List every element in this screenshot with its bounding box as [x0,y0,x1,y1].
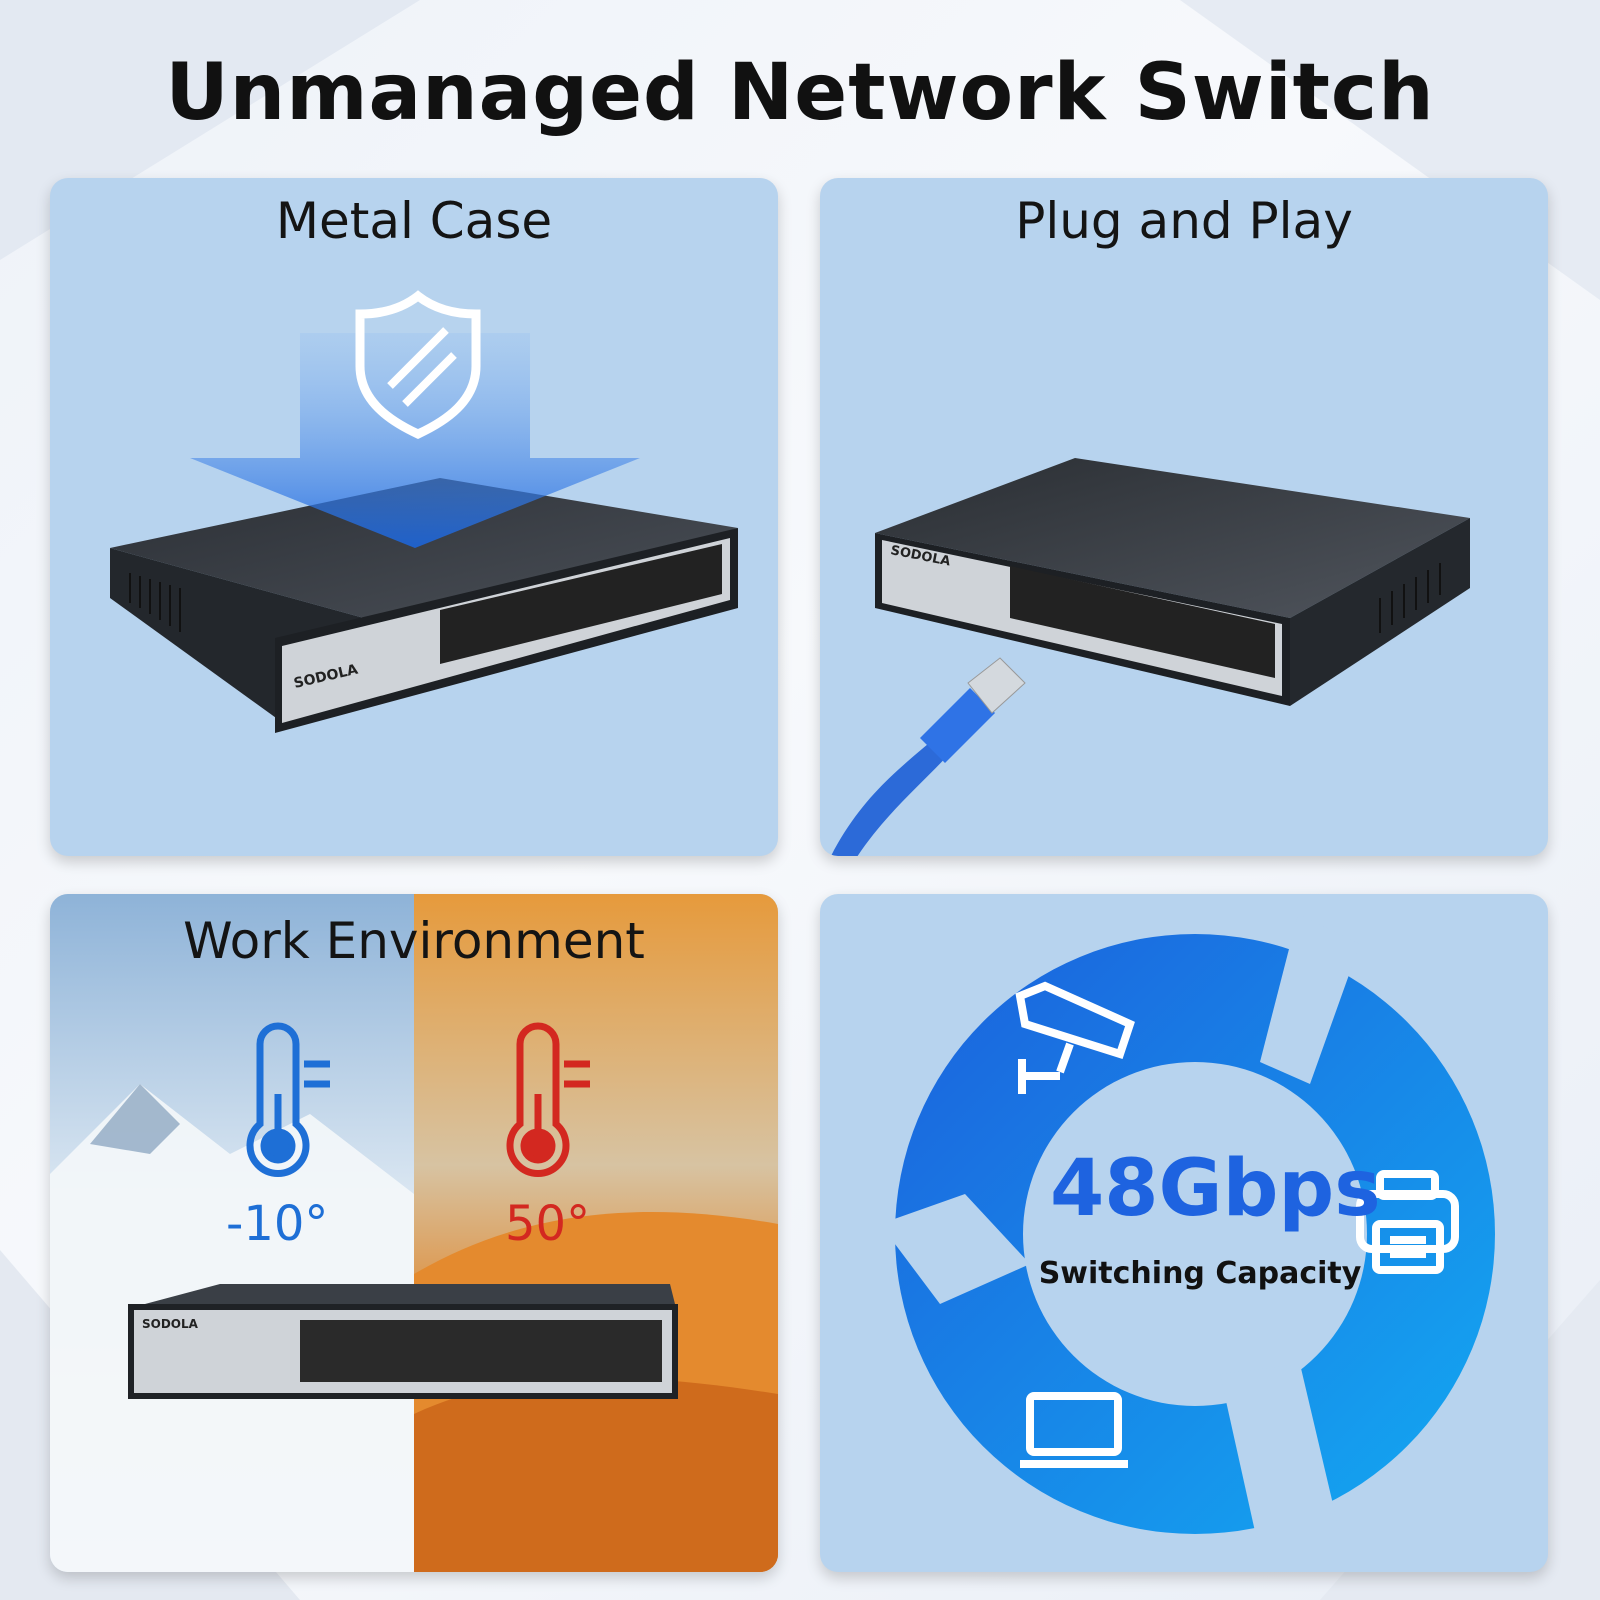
work-environment-panel: SODOLA Work Environment -10° 50° [50,894,778,1572]
metal-case-panel: Metal Case SODOLA [50,178,778,856]
ethernet-cable-icon [831,657,1026,856]
pressure-arrow [190,333,640,548]
switch-top [875,458,1470,618]
ethernet-ports [440,544,722,664]
plug-and-play-title: Plug and Play [1015,192,1353,250]
security-camera-icon [1015,981,1135,1094]
plug-and-play-panel: Plug and Play SODOLA [820,178,1548,856]
switch-top [145,1284,675,1304]
switching-capacity-ring [880,914,1495,1554]
shield-icon [355,290,481,439]
switching-capacity-panel: 48Gbps Switching Capacity [820,894,1548,1572]
work-environment-background: SODOLA [50,894,778,1572]
switch-top [110,478,738,628]
low-temperature: -10° [226,1196,329,1252]
metal-case-title: Metal Case [275,192,553,250]
metal-case-illustration: SODOLA [110,290,738,733]
switching-capacity-value: 48Gbps [1050,1144,1381,1234]
ethernet-ports [1010,566,1275,678]
work-environment-title: Work Environment [183,912,645,970]
printer-icon [1356,1170,1459,1274]
cold-thermometer-icon [246,1022,330,1177]
laptop-icon [1020,1392,1128,1468]
brand-logo: SODOLA [142,1317,199,1331]
hot-thermometer-icon [506,1022,590,1177]
page-title: Unmanaged Network Switch [165,48,1435,138]
high-temperature: 50° [505,1196,591,1252]
switching-capacity-label: Switching Capacity [1038,1256,1362,1291]
plug-and-play-illustration: SODOLA [831,458,1470,856]
ethernet-ports [300,1320,662,1382]
